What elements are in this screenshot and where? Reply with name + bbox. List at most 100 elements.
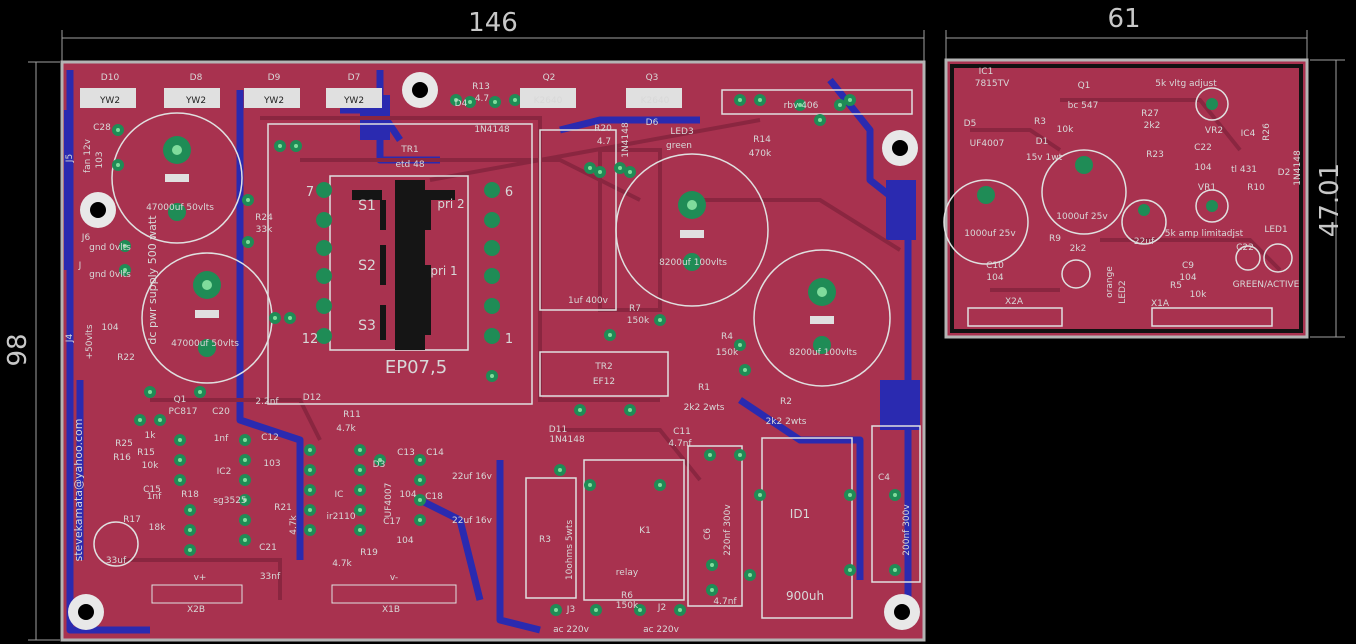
diode-ref: D9 xyxy=(268,73,281,83)
pad-hole xyxy=(116,163,120,167)
board1 xyxy=(60,60,1102,642)
pad-hole xyxy=(243,478,247,482)
pad-hole xyxy=(178,438,182,442)
silk-r9v: 2k2 xyxy=(1070,244,1087,254)
silk-ic1: IC1 xyxy=(979,67,994,77)
silk-r1: R1 xyxy=(698,383,710,393)
silk-r6v: 150k xyxy=(616,601,639,611)
silk-r21v: 4.7k xyxy=(289,514,299,534)
silk-c12: C12 xyxy=(261,433,279,443)
pad-hole xyxy=(848,493,852,497)
pad-hole xyxy=(490,374,494,378)
silk-d4v: 1N4148 xyxy=(474,125,510,135)
silk-c4: C4 xyxy=(878,473,890,483)
silk-d11v: 1N4148 xyxy=(549,435,585,445)
pad-hole xyxy=(893,568,897,572)
pad-hole xyxy=(758,98,762,102)
pad-hole xyxy=(628,170,632,174)
pad-hole xyxy=(608,333,612,337)
silk-ic4: IC4 xyxy=(1241,129,1256,139)
silk-r7v: 150k xyxy=(627,316,650,326)
silk-led3: LED3 xyxy=(670,127,693,137)
silk-p7: 7 xyxy=(306,185,314,200)
diode-ref: D7 xyxy=(348,73,361,83)
silk-r17v: 18k xyxy=(149,523,166,533)
silk-c11: C11 xyxy=(673,427,691,437)
pad-hole xyxy=(658,318,662,322)
silk-r27v: 2k2 xyxy=(1144,121,1161,131)
silk-r3v: 10ohms 5wts xyxy=(565,520,575,581)
silk-r9: R9 xyxy=(1049,234,1061,244)
pad-hole xyxy=(848,568,852,572)
diode-ref: D10 xyxy=(101,73,120,83)
silk-d6v: 1N4148 xyxy=(621,122,631,158)
silk-r25: R25 xyxy=(115,439,133,449)
silk-r19v: 4.7k xyxy=(332,559,352,569)
silk-r24: R24 xyxy=(255,213,273,223)
silk-r14: R14 xyxy=(753,135,771,145)
silk-j3: J3 xyxy=(566,605,575,615)
silk-c14v: 22uf 16v xyxy=(452,472,493,482)
silk-j5v: fan 12v xyxy=(83,138,93,173)
silk-c21: C21 xyxy=(259,543,277,553)
silk-c4v: 200nf 300v xyxy=(902,504,912,556)
silk-vminus: v- xyxy=(390,573,398,583)
pad-hole xyxy=(308,488,312,492)
pad-hole xyxy=(758,493,762,497)
pad-hole xyxy=(798,103,802,107)
pad-hole xyxy=(243,458,247,462)
silk-c13v: 104 xyxy=(399,490,416,500)
pad-hole xyxy=(618,166,622,170)
pad-hole xyxy=(273,316,277,320)
silk-c22: C22 xyxy=(1194,143,1212,153)
pad-hole xyxy=(743,368,747,372)
pad-hole xyxy=(710,563,714,567)
silk-side: dc pwr supply 500 watt xyxy=(146,215,159,345)
silk-d5v: UF4007 xyxy=(970,139,1005,149)
silk-r4: R4 xyxy=(721,332,733,342)
silk-j5: J5 xyxy=(65,154,75,163)
silk-c18v: 22uf 16v xyxy=(452,516,493,526)
silk-ic: IC xyxy=(335,490,344,500)
silk-r5: R5 xyxy=(1170,281,1182,291)
silk-orange: orange xyxy=(1105,266,1115,298)
silk-d6: D6 xyxy=(646,118,659,128)
pad-hole xyxy=(116,128,120,132)
silk-x1a: X1A xyxy=(1151,299,1170,309)
pad-hole xyxy=(123,244,127,248)
silkscreen-labels: D10YW2D8YW2D9YW2D7YW2R134.7D41N4148Q2K26… xyxy=(65,67,1303,635)
pad-hole xyxy=(578,408,582,412)
silk-r16v: 10k xyxy=(142,461,159,471)
silk-r10: R10 xyxy=(1247,183,1265,193)
pad-hole xyxy=(308,468,312,472)
silk-r15: R15 xyxy=(137,448,155,458)
silk-q2: Q2 xyxy=(543,73,556,83)
pad-hole xyxy=(678,608,682,612)
silk-r23: R23 xyxy=(1146,150,1164,160)
pad-hole xyxy=(308,528,312,532)
pad-hole xyxy=(638,608,642,612)
silk-r18: R18 xyxy=(181,490,199,500)
silk-p12: 12 xyxy=(302,332,319,347)
pad-hole xyxy=(588,166,592,170)
silk-ep: EP07,5 xyxy=(385,357,447,378)
silk-r20: R20 xyxy=(594,124,612,134)
silk-c6v: 220nf 300v xyxy=(723,504,733,556)
pad-hole xyxy=(418,458,422,462)
pad-hole xyxy=(658,483,662,487)
silk-j2: J2 xyxy=(657,603,666,613)
silk-c14: C14 xyxy=(426,448,444,458)
silk-c1v: 1uf 400v xyxy=(568,296,609,306)
silk-c_a: 47000uf 50vlts xyxy=(146,203,214,213)
silk-d2: D2 xyxy=(1278,168,1291,178)
pad-hole xyxy=(738,343,742,347)
pad-hole xyxy=(158,418,162,422)
silk-j2v: ac 220v xyxy=(643,625,680,635)
silk-r19: R19 xyxy=(360,548,378,558)
silk-ic1v: 7815TV xyxy=(975,79,1010,89)
silk-rbv: rbv 406 xyxy=(784,101,819,111)
silk-ic4v: tl 431 xyxy=(1231,165,1257,175)
silk-vr2: VR2 xyxy=(1205,126,1223,136)
pad-hole xyxy=(378,458,382,462)
